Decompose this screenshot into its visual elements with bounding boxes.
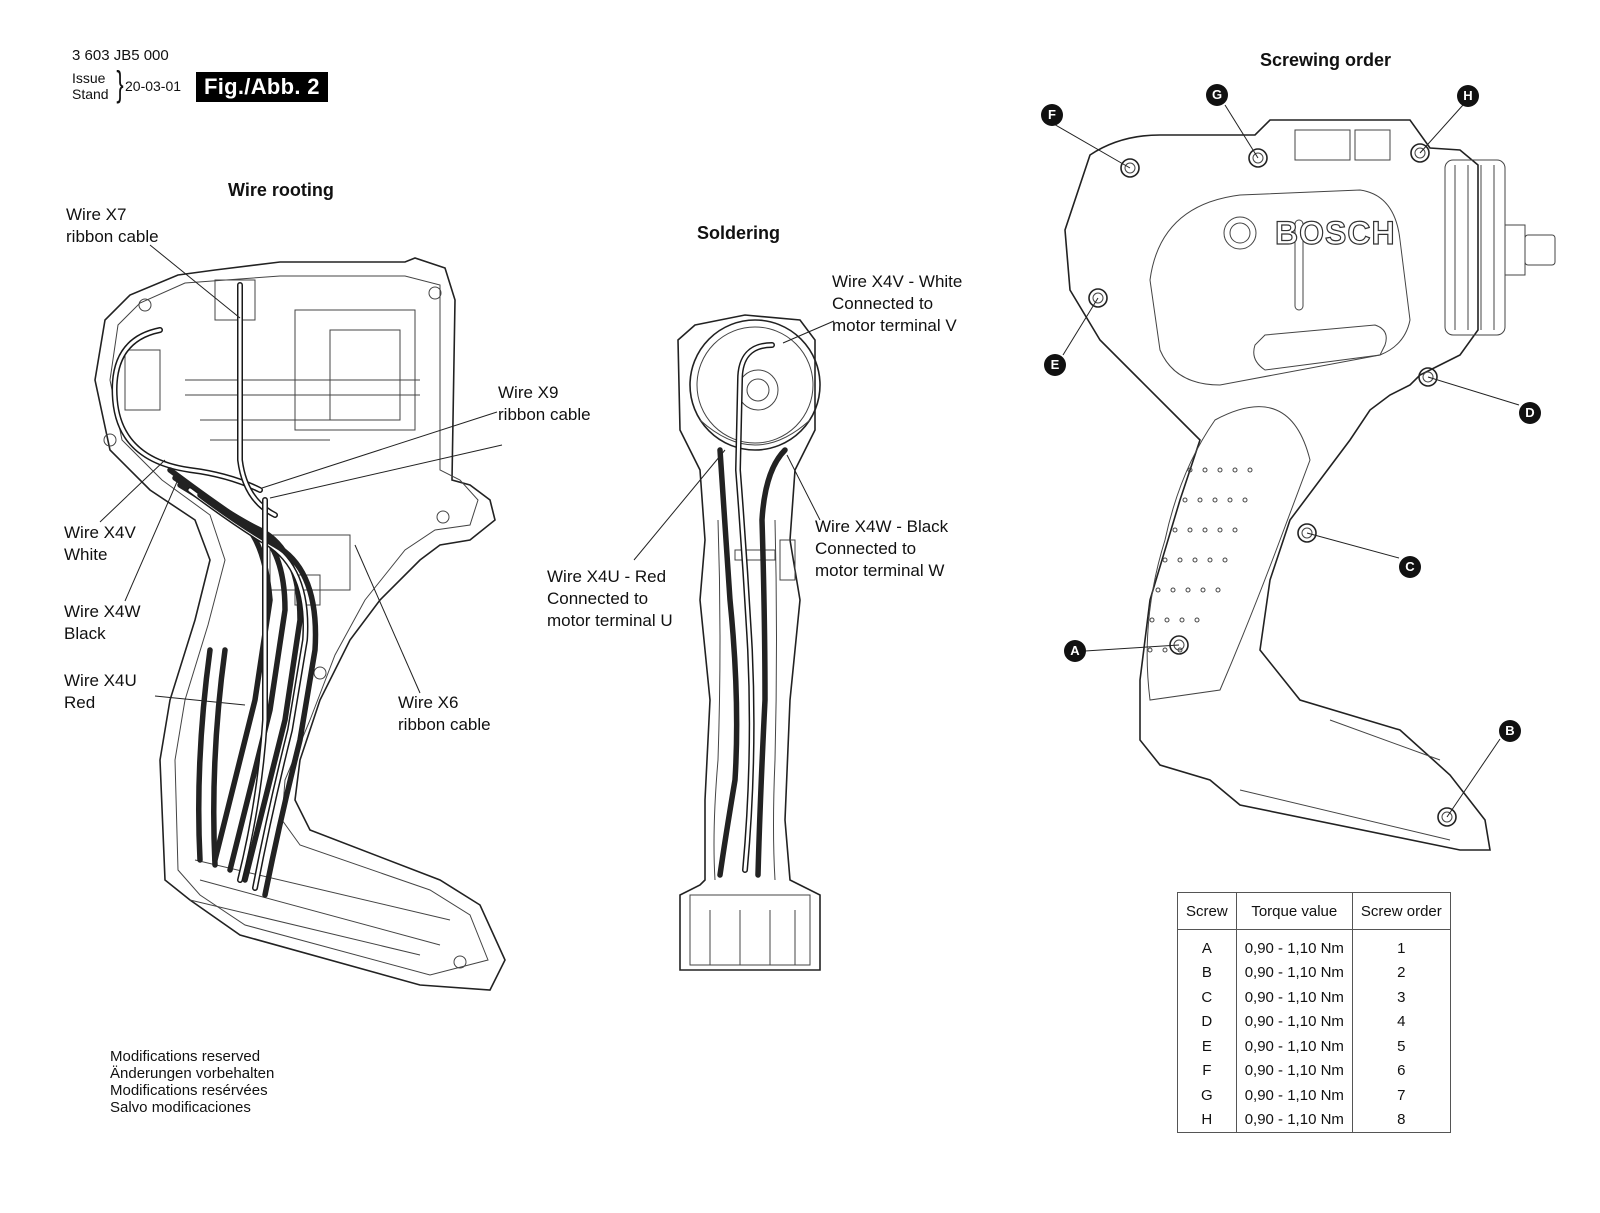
brace-glyph: }	[116, 63, 124, 104]
figure-label: Fig./Abb. 2	[196, 72, 328, 102]
bosch-logo-text: BOSCH	[1274, 214, 1396, 251]
label-wire-x6: Wire X6 ribbon cable	[398, 693, 491, 734]
label-wire-x4v: Wire X4V White	[64, 523, 136, 564]
grip-texture-dots	[1147, 467, 1253, 653]
label-wire-x4w: Wire X4W Black	[64, 602, 141, 643]
issue-label: Issue	[72, 70, 106, 86]
label-wire-x9: Wire X9 ribbon cable	[498, 383, 591, 424]
screw-badge-b: B	[1499, 720, 1521, 742]
label-wire-x7: Wire X7 ribbon cable	[66, 205, 159, 246]
screwing-order-housing	[1064, 119, 1556, 851]
document-number: 3 603 JB5 000	[72, 47, 169, 64]
screw-badge-h: H	[1457, 85, 1479, 107]
stand-label: Stand	[72, 86, 109, 102]
header-screw: Screw	[1177, 892, 1237, 930]
screw-badge-d: D	[1519, 402, 1541, 424]
screw-badge-e: E	[1044, 354, 1066, 376]
header-screw-order: Screw order	[1352, 892, 1451, 930]
screw-badge-a: A	[1064, 640, 1086, 662]
title-screwing-order: Screwing order	[1260, 50, 1392, 70]
header-torque-value: Torque value	[1236, 892, 1353, 930]
modifications-note: Modifications reserved Änderungen vorbeh…	[110, 1048, 275, 1116]
screw-badge-f: F	[1041, 104, 1063, 126]
label-solder-x4u: Wire X4U - Red Connected to motor termin…	[547, 567, 673, 630]
issue-stand-label: Issue Stand	[72, 70, 109, 102]
title-wire-rooting: Wire rooting	[228, 180, 334, 200]
screw-badge-c: C	[1399, 556, 1421, 578]
screw-bosses	[1088, 143, 1457, 827]
label-wire-x4u: Wire X4U Red	[64, 671, 137, 712]
label-solder-x4w: Wire X4W - Black Connected to motor term…	[815, 517, 949, 580]
title-soldering: Soldering	[697, 223, 781, 243]
label-solder-x4v: Wire X4V - White Connected to motor term…	[832, 272, 963, 335]
soldering-assembly	[677, 314, 821, 971]
table-header-row: Screw Torque value Screw order	[1177, 892, 1451, 930]
leader-lines	[99, 104, 1520, 818]
issue-date: 20-03-01	[125, 78, 182, 94]
wire-rooting-housing	[94, 257, 506, 991]
screw-badge-g: G	[1206, 84, 1228, 106]
